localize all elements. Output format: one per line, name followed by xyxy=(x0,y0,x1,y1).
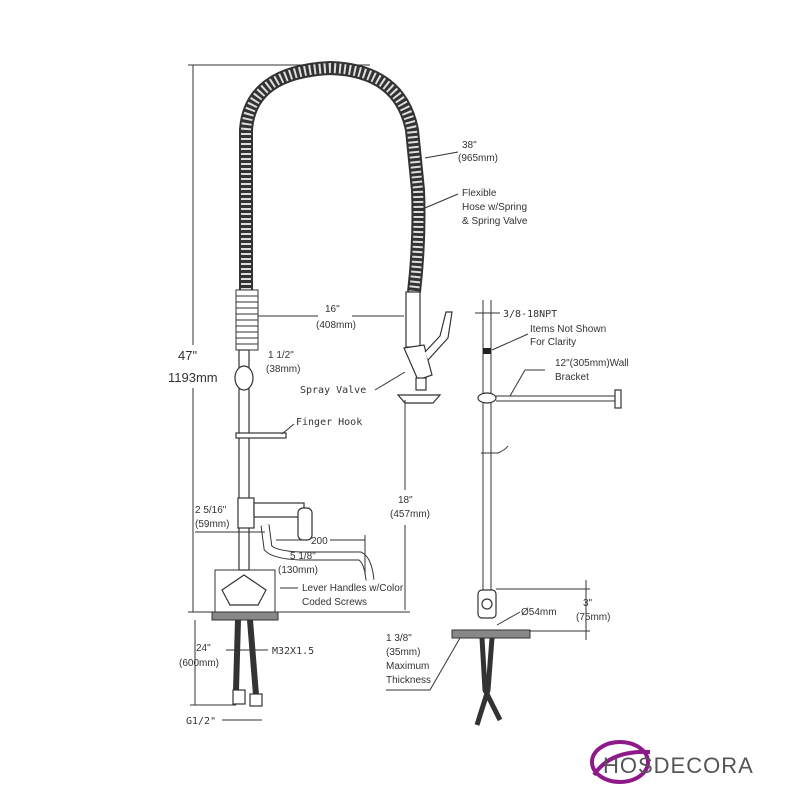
lever-label-1: Lever Handles w/Color xyxy=(302,583,404,594)
spout-reach: 200 xyxy=(311,536,328,547)
finger-hook-label: Finger Hook xyxy=(296,417,362,428)
thickness-label-2: Thickness xyxy=(386,675,431,686)
base-dia-label: Ø54mm xyxy=(521,607,557,618)
spray-height-in: 18" xyxy=(398,495,413,506)
spout-width-in: 5 1/8" xyxy=(290,551,316,562)
bracket-label-2: Bracket xyxy=(555,372,589,383)
reach-mm: (408mm) xyxy=(316,320,356,331)
items-note-2: For Clarity xyxy=(530,337,576,348)
overall-height-mm: 1193mm xyxy=(168,370,218,385)
main-column xyxy=(214,349,375,613)
spray-height-mm: (457mm) xyxy=(390,509,430,520)
hose-label-1: Flexible xyxy=(462,188,497,199)
spout-height-mm: (59mm) xyxy=(195,519,229,530)
thread-label: M32X1.5 xyxy=(272,646,314,657)
lever-label-2: Coded Screws xyxy=(302,597,367,608)
base-height-in: 3" xyxy=(583,598,593,609)
bracket-label-1: 12"(305mm)Wall xyxy=(555,358,629,369)
spring-dia-in: 1 1/2" xyxy=(268,350,294,361)
spout-height-in: 2 5/16" xyxy=(195,505,227,516)
counter-left xyxy=(211,611,279,621)
reach-in: 16" xyxy=(325,304,340,315)
spray-valve-label: Spray Valve xyxy=(300,385,366,396)
side-view xyxy=(451,300,622,726)
spray-valve xyxy=(396,291,453,404)
finger-hook xyxy=(235,432,287,439)
hosdecora-logo: HOSDECORA xyxy=(590,740,754,784)
hose-length-mm: (965mm) xyxy=(458,153,498,164)
thickness-mm: (35mm) xyxy=(386,647,420,658)
spout-width-mm: (130mm) xyxy=(278,565,318,576)
hose-label-2: Hose w/Spring xyxy=(462,202,527,213)
overall-height-in: 47" xyxy=(178,348,197,363)
supply-length-mm: (600mm) xyxy=(179,658,219,669)
thickness-label-1: Maximum xyxy=(386,661,429,672)
thickness-in: 1 3/8" xyxy=(386,633,412,644)
inlet-label: G1/2" xyxy=(186,716,216,727)
hose-length-in: 38" xyxy=(462,140,477,151)
hose-label-3: & Spring Valve xyxy=(462,216,528,227)
npt-label: 3/8-18NPT xyxy=(503,309,557,320)
spring-hose xyxy=(235,60,426,351)
logo-text: HOSDECORA xyxy=(603,753,754,778)
items-note-1: Items Not Shown xyxy=(530,324,606,335)
supply-length-in: 24" xyxy=(196,643,211,654)
spring-dia-mm: (38mm) xyxy=(266,364,300,375)
base-height-mm: (75mm) xyxy=(576,612,610,623)
